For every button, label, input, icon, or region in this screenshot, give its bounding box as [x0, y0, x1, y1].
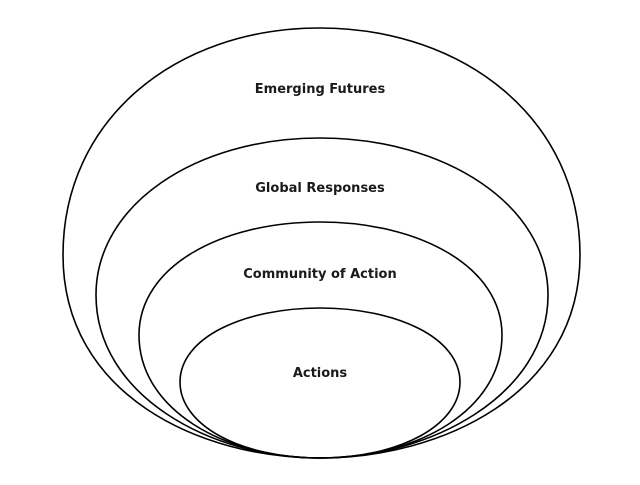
- ellipse-community-of-action: [138, 221, 503, 459]
- label-actions: Actions: [293, 366, 348, 381]
- label-community-of-action: Community of Action: [243, 267, 396, 282]
- label-global-responses: Global Responses: [255, 181, 385, 196]
- ellipse-actions: [179, 307, 461, 459]
- ellipse-emerging-futures: [62, 27, 581, 459]
- ellipse-global-responses: [95, 137, 549, 459]
- label-emerging-futures: Emerging Futures: [255, 82, 386, 97]
